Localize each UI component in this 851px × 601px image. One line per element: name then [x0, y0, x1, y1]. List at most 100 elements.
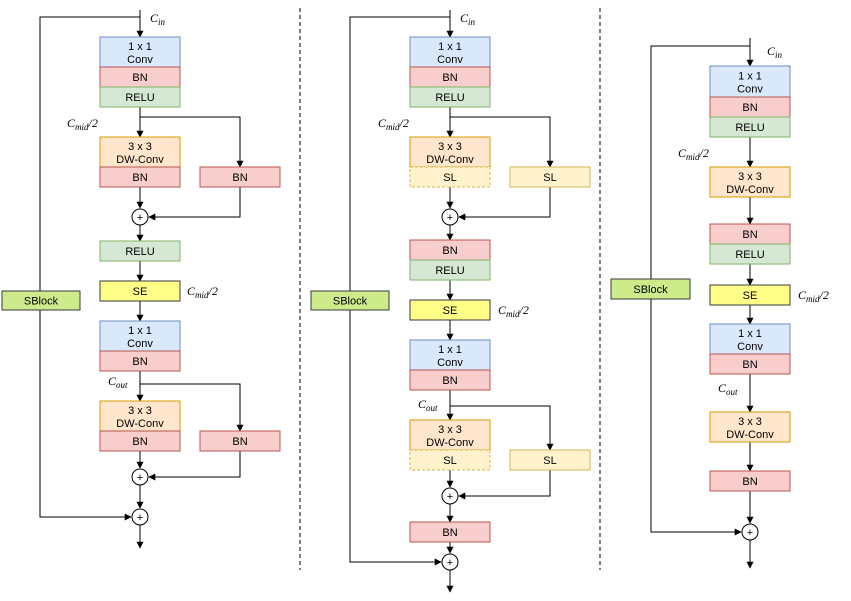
bn-block-label: BN: [132, 172, 147, 184]
dwconv-block-label-2: DW-Conv: [426, 154, 474, 166]
bn-branch-block: [199, 430, 281, 452]
relu-block: [709, 243, 791, 265]
add-symbol: +: [137, 512, 143, 524]
connector-line: [450, 116, 554, 168]
c-mid-label: Cmid/2: [678, 146, 709, 162]
sl-branch-block: [509, 166, 591, 188]
relu-block: [99, 240, 181, 262]
c-mid-label: Cmid/2: [67, 116, 98, 132]
conv-1x1-block-label-2: Conv: [437, 357, 463, 369]
dwconv-block-label-2: DW-Conv: [726, 429, 774, 441]
relu-block-label: RELU: [125, 92, 154, 104]
sblock-label-box-label: SBlock: [333, 296, 368, 308]
c-mid-label: Cmid/2: [498, 303, 529, 319]
dwconv-block-label-2: DW-Conv: [726, 184, 774, 196]
dwconv-block-label-2: DW-Conv: [116, 154, 164, 166]
connector-line: [39, 16, 140, 521]
bn-block-label: BN: [742, 102, 757, 114]
relu-block-label: RELU: [735, 122, 764, 134]
bn-block: [709, 470, 791, 492]
c-out-label: Cout: [418, 397, 438, 413]
dwconv-block-label-1: 3 x 3: [128, 405, 152, 417]
connector-line: [458, 470, 551, 500]
conv-1x1-block: [99, 320, 181, 352]
conv-1x1-block-label-1: 1 x 1: [438, 344, 462, 356]
sblock-label-box: [1, 290, 81, 311]
bn-block-label: BN: [442, 375, 457, 387]
add-symbol: +: [747, 527, 753, 539]
se-block: [409, 299, 491, 321]
relu-block-label: RELU: [735, 249, 764, 261]
conv-1x1-block-label-1: 1 x 1: [738, 71, 762, 83]
dwconv-block-label-1: 3 x 3: [438, 424, 462, 436]
add-node: [441, 553, 459, 571]
sblock-label-box-label: SBlock: [633, 284, 668, 296]
relu-block: [409, 259, 491, 281]
dwconv-block: [709, 166, 791, 198]
add-node: [741, 523, 759, 541]
relu-block: [409, 86, 491, 108]
sblock-label-box: [610, 278, 691, 300]
c-mid-label: Cmid/2: [187, 284, 218, 300]
connector-line: [140, 383, 244, 432]
blocks: [1, 36, 791, 571]
conv-1x1-block-label-1: 1 x 1: [738, 328, 762, 340]
se-block-label: SE: [743, 290, 758, 302]
dwconv-block: [99, 136, 181, 168]
relu-block-label: RELU: [125, 246, 154, 258]
conv-1x1-block: [99, 36, 181, 68]
dwconv-block-label-1: 3 x 3: [738, 171, 762, 183]
connector-line: [458, 187, 551, 221]
bn-branch-block-label: BN: [232, 172, 247, 184]
dwconv-block-label-1: 3 x 3: [438, 141, 462, 153]
bn-block: [409, 369, 491, 391]
add-symbol: +: [447, 557, 453, 569]
relu-block: [709, 116, 791, 138]
dwconv-block-label-1: 3 x 3: [128, 141, 152, 153]
sl-block-label: SL: [443, 172, 456, 184]
add-node: [131, 468, 149, 486]
connector-line: [148, 187, 241, 221]
bn-block: [409, 521, 491, 543]
add-node: [441, 208, 459, 226]
sblock-label-box-label: SBlock: [24, 296, 59, 308]
bn-branch-block-label: BN: [232, 436, 247, 448]
conv-1x1-block-label-2: Conv: [737, 84, 763, 96]
conv-1x1-block-label-1: 1 x 1: [128, 41, 152, 53]
add-symbol: +: [137, 212, 143, 224]
conv-1x1-block-label-2: Conv: [437, 54, 463, 66]
bn-block: [99, 350, 181, 372]
dwconv-block: [709, 411, 791, 443]
bn-block-label: BN: [742, 476, 757, 488]
bn-block-label: BN: [442, 72, 457, 84]
c-out-label: Cout: [718, 381, 738, 397]
sl-branch-block: [509, 449, 591, 471]
c-mid-label: Cmid/2: [798, 288, 829, 304]
conv-1x1-block-label-1: 1 x 1: [128, 325, 152, 337]
c-out-label: Cout: [108, 374, 128, 390]
se-block: [709, 284, 791, 306]
bn-block-label: BN: [442, 527, 457, 539]
conv-1x1-block: [709, 323, 791, 355]
bn-block-label: BN: [132, 436, 147, 448]
sl-block-label: SL: [443, 455, 456, 467]
se-block: [99, 280, 181, 302]
conv-1x1-block-label-2: Conv: [127, 54, 153, 66]
add-symbol: +: [447, 212, 453, 224]
c-in-label: Cin: [767, 44, 783, 60]
se-block-label: SE: [133, 286, 148, 298]
bn-block: [99, 166, 181, 188]
connectors: [39, 8, 754, 593]
conv-1x1-block-label-2: Conv: [127, 338, 153, 350]
bn-block-label: BN: [132, 356, 147, 368]
conv-1x1-block-label-2: Conv: [737, 341, 763, 353]
c-in-label: Cin: [460, 11, 476, 27]
connector-line: [450, 405, 554, 451]
c-mid-label: Cmid/2: [378, 116, 409, 132]
se-block-label: SE: [443, 305, 458, 317]
conv-1x1-block: [409, 339, 491, 371]
bn-block-label: BN: [132, 72, 147, 84]
add-node: [131, 508, 149, 526]
relu-block-label: RELU: [435, 265, 464, 277]
